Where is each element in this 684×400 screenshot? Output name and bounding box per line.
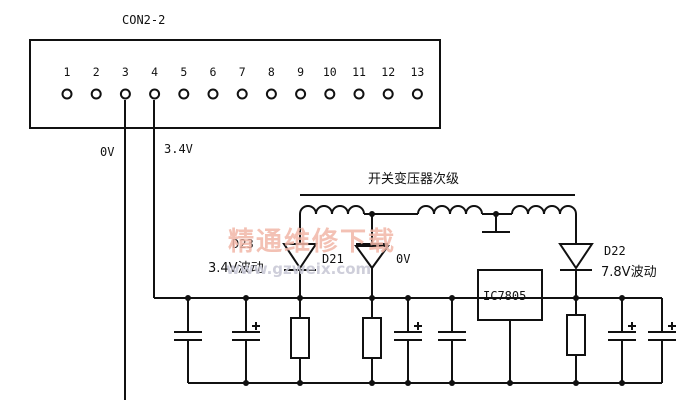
watermark-url: www.gzweix.com bbox=[226, 260, 371, 278]
r-d23 bbox=[290, 317, 310, 359]
d23-diode bbox=[282, 243, 318, 270]
d23-voltage-label: 3.4V波动 bbox=[208, 261, 264, 276]
pin-number-12: 12 bbox=[381, 65, 395, 79]
pin-contact-10 bbox=[324, 88, 336, 100]
coil-2 bbox=[417, 205, 483, 215]
pin-number-8: 8 bbox=[268, 65, 275, 79]
pin-contact-7 bbox=[236, 88, 248, 100]
pin-number-7: 7 bbox=[239, 65, 246, 79]
d22-branch bbox=[558, 214, 594, 383]
pin-number-13: 13 bbox=[410, 65, 424, 79]
ic7805-label: IC7805 bbox=[483, 289, 526, 303]
d21-diode bbox=[354, 245, 390, 270]
pin-contact-12 bbox=[382, 88, 394, 100]
capacitor-group bbox=[174, 298, 676, 383]
pin-contact-11 bbox=[353, 88, 365, 100]
pin-contact-5 bbox=[178, 88, 190, 100]
d23-label: D23 bbox=[232, 237, 254, 251]
pin-number-9: 9 bbox=[297, 65, 304, 79]
watermark-text: 精通维修下载 bbox=[228, 226, 396, 257]
d21-label: D21 bbox=[322, 252, 344, 266]
pin-contact-1 bbox=[61, 88, 73, 100]
d23-branch bbox=[282, 214, 318, 383]
coil-1 bbox=[299, 205, 365, 215]
pin-number-6: 6 bbox=[210, 65, 217, 79]
pin-number-4: 4 bbox=[151, 65, 158, 79]
pin-contact-13 bbox=[411, 88, 423, 100]
pin-contact-3 bbox=[119, 88, 131, 100]
d22-voltage-label: 7.8V波动 bbox=[601, 265, 657, 280]
pin-contact-6 bbox=[207, 88, 219, 100]
d22-diode bbox=[558, 243, 594, 270]
ic7805-regulator: IC7805 bbox=[477, 269, 543, 383]
pin-number-2: 2 bbox=[93, 65, 100, 79]
r-d21 bbox=[362, 317, 382, 359]
d21-voltage-label: 0V bbox=[396, 252, 410, 266]
transformer-label: 开关变压器次级 bbox=[368, 171, 459, 187]
bus-nodes bbox=[185, 295, 625, 386]
pin-number-1: 1 bbox=[64, 65, 71, 79]
d22-label: D22 bbox=[604, 244, 626, 258]
pin4-voltage-label: 3.4V bbox=[164, 142, 193, 156]
pin-contact-9 bbox=[295, 88, 307, 100]
r-d22 bbox=[566, 314, 586, 356]
transformer-secondary: 开关变压器次级 bbox=[299, 171, 577, 233]
pin-contact-2 bbox=[90, 88, 102, 100]
pin-contact-4 bbox=[149, 88, 161, 100]
pin-number-11: 11 bbox=[352, 65, 366, 79]
pin-number-10: 10 bbox=[323, 65, 337, 79]
pin-contact-8 bbox=[265, 88, 277, 100]
pin-number-5: 5 bbox=[180, 65, 187, 79]
pin-number-3: 3 bbox=[122, 65, 129, 79]
connector-title: CON2-2 bbox=[122, 13, 165, 27]
d21-branch bbox=[354, 214, 390, 383]
connector-outline bbox=[29, 39, 441, 129]
pin3-voltage-label: 0V bbox=[100, 145, 114, 159]
coil-3 bbox=[511, 205, 577, 215]
